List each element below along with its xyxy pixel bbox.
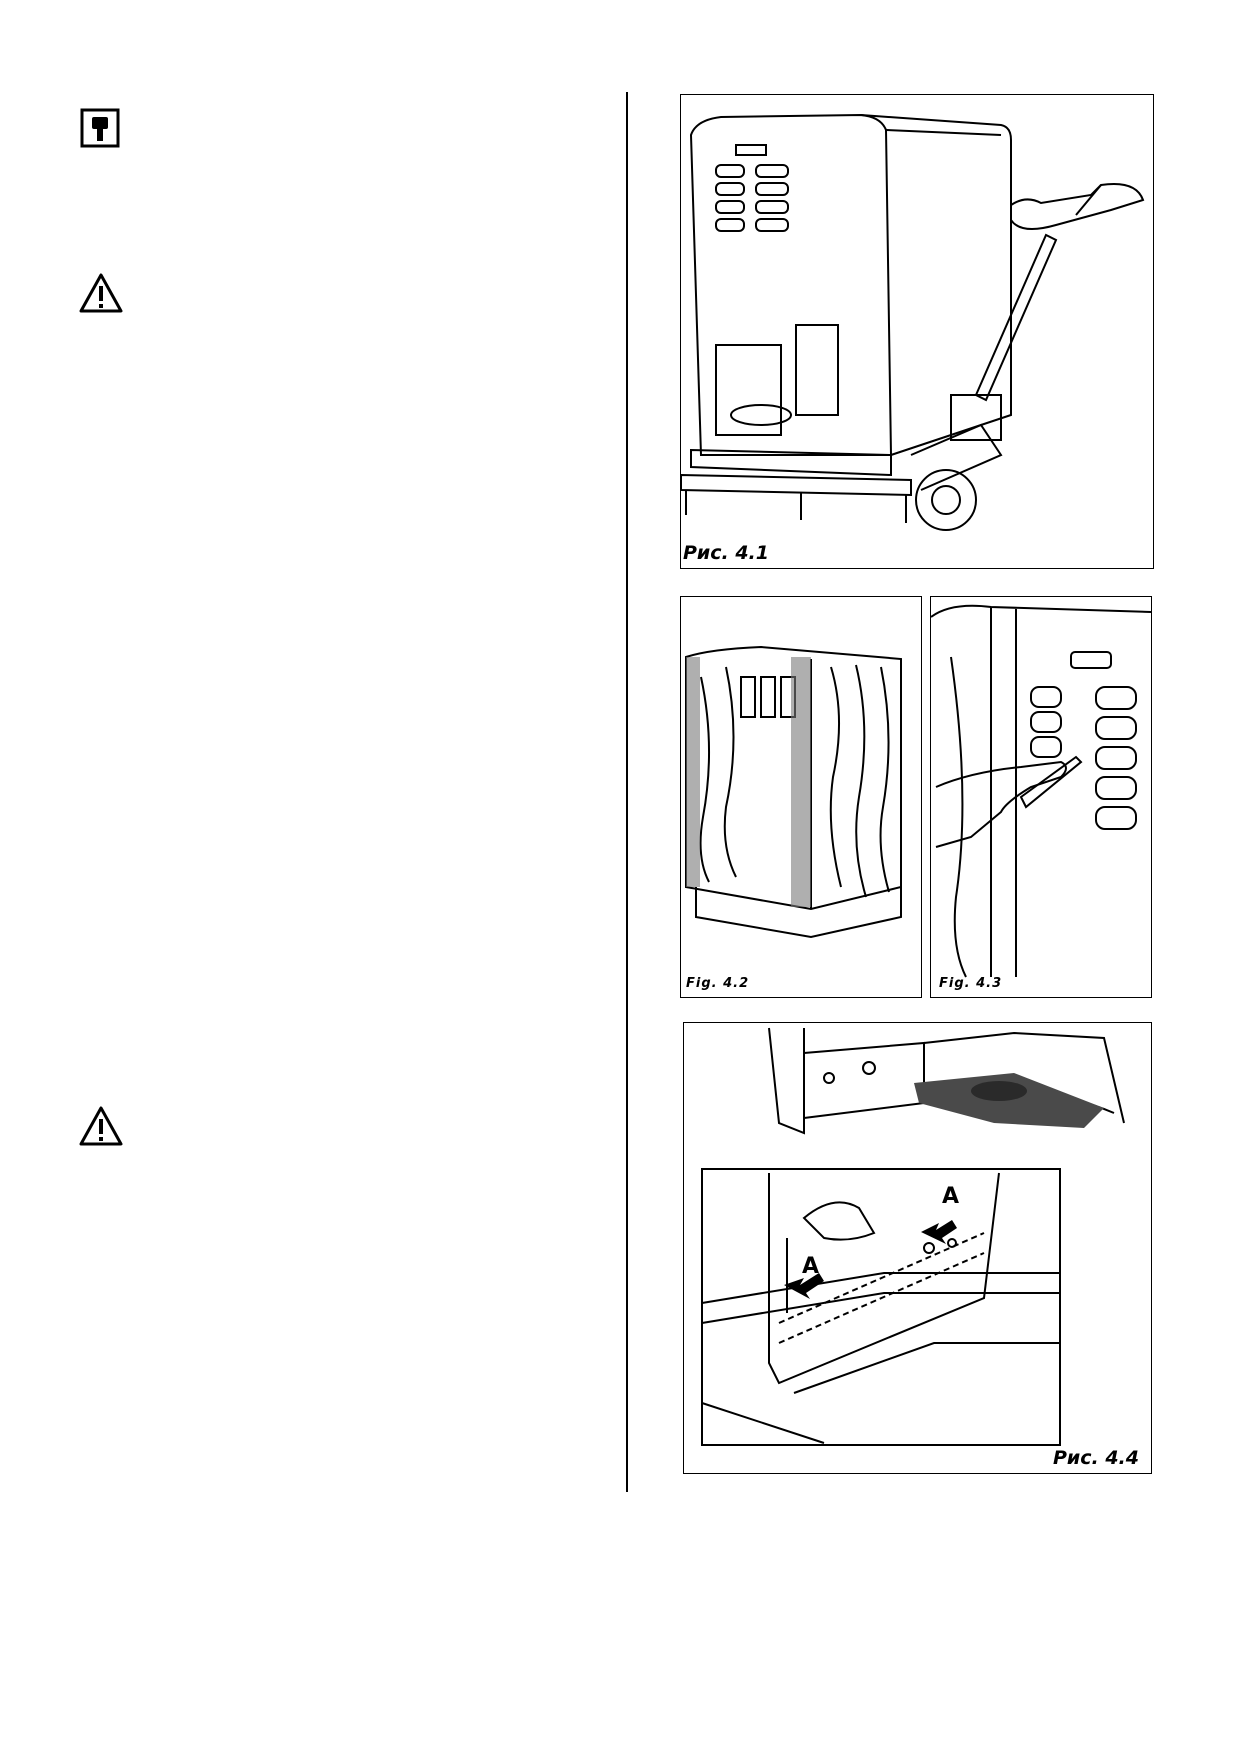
figure-4-4-caption: Рис. 4.4 (1053, 1447, 1139, 1469)
figure-4-2-caption: Fig. 4.2 (686, 976, 750, 991)
figure-4-1-caption: Рис. 4.1 (683, 542, 769, 564)
figure-4-2: Fig. 4.2 (680, 596, 922, 998)
label-a-right: A (942, 1184, 959, 1209)
figure-4-2-illustration (685, 645, 902, 939)
figure-4-3-illustration (931, 604, 1151, 978)
label-a-left: A (802, 1254, 819, 1279)
warning-triangle-icon (78, 272, 124, 314)
column-divider (626, 92, 628, 1492)
figure-4-3-caption: Fig. 4.3 (939, 976, 1003, 991)
warning-triangle-icon (78, 1105, 124, 1147)
figure-4-1: Рис. 4.1 (680, 94, 1154, 569)
figure-4-1-illustration (681, 113, 1145, 531)
figure-4-3: Fig. 4.3 (930, 596, 1152, 998)
key-icon (80, 108, 120, 148)
figure-4-4: A A Рис. 4.4 (683, 1022, 1152, 1474)
figure-4-4-illustration: A A (701, 1027, 1125, 1446)
